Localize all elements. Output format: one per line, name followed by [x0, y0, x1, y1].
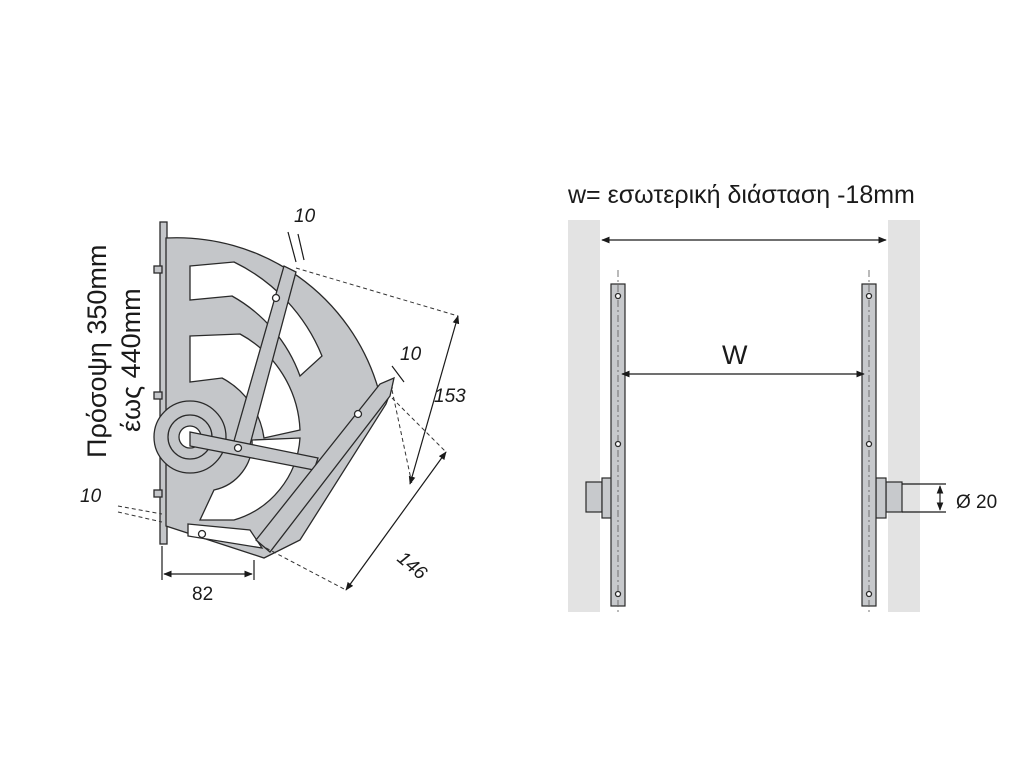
rivet [271, 293, 281, 303]
support-arm [255, 376, 395, 553]
right-title: w= εσωτερική διάσταση -18mm [567, 181, 915, 209]
dim-left-thickness: 10 [80, 486, 102, 507]
right-pin-block [885, 481, 903, 513]
bracket-side-view [153, 221, 395, 559]
mount-tab [153, 265, 163, 274]
vertical-label: Πρόσοψη 350mm έως 440mm [82, 245, 146, 458]
mount-tab [153, 489, 163, 498]
cutout-outer [189, 261, 323, 378]
dim-top-thickness: 10 [294, 206, 316, 227]
dim-width: 82 [192, 584, 213, 605]
left-pin-block [585, 481, 603, 513]
rivet [353, 409, 363, 419]
dim-depth: 146 [393, 548, 431, 585]
rivet [197, 529, 207, 539]
label-front-line2: έως 440mm [116, 288, 146, 432]
mount-tab [153, 391, 163, 400]
right-pin-collar [875, 477, 887, 519]
cutout-bottom [187, 523, 264, 549]
pin-diameter-label: Ø 20 [956, 492, 997, 513]
dim-height: 153 [434, 386, 466, 407]
right-panel [888, 220, 920, 612]
front-view: w= εσωτερική διάσταση -18mm W Ø 20 [567, 181, 997, 614]
dim-right-thickness: 10 [400, 344, 422, 365]
rivet [233, 443, 243, 453]
label-front-line1: Πρόσοψη 350mm [82, 245, 112, 458]
inner-width-label: W [722, 340, 748, 370]
left-panel [568, 220, 600, 612]
